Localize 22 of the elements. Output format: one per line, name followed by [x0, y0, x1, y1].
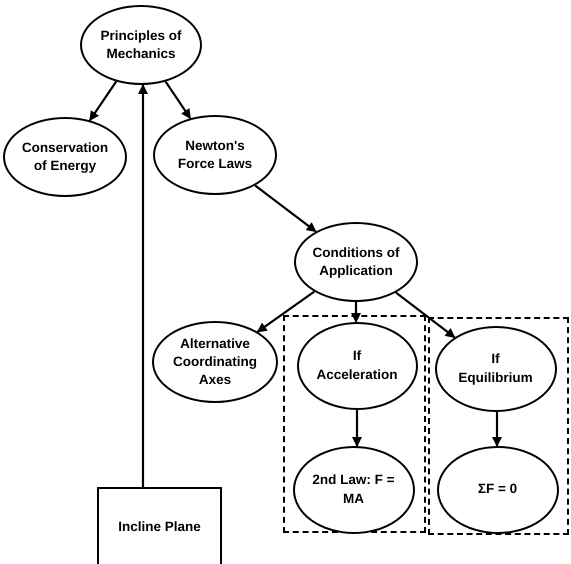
- arrow: [395, 292, 456, 338]
- arrow: [164, 80, 192, 120]
- arrow: [256, 290, 315, 333]
- arrow: [88, 80, 118, 122]
- dashed-group-box: [428, 317, 569, 535]
- concept-label: Principles of Mechanics: [99, 26, 183, 63]
- arrow: [492, 412, 502, 447]
- arrow: [351, 302, 361, 324]
- dashed-group-box: [283, 315, 426, 533]
- concept-label: Newton's Force Laws: [176, 136, 254, 173]
- arrow: [254, 184, 317, 232]
- concept-box: [97, 487, 222, 564]
- concept-label: Alternative Coordinating Axes: [172, 334, 258, 390]
- concept-label: If Acceleration: [315, 347, 399, 384]
- concept-label: Incline Plane: [117, 518, 202, 536]
- concept-label: ΣF = 0: [476, 480, 518, 498]
- concept-label: Conservation of Energy: [20, 138, 110, 175]
- arrow: [352, 410, 362, 448]
- concept-label: Conditions of Application: [312, 244, 400, 280]
- concept-label: 2nd Law: F = MA: [311, 471, 396, 508]
- arrow: [138, 84, 148, 487]
- concept-label: If Equilibrium: [457, 350, 534, 387]
